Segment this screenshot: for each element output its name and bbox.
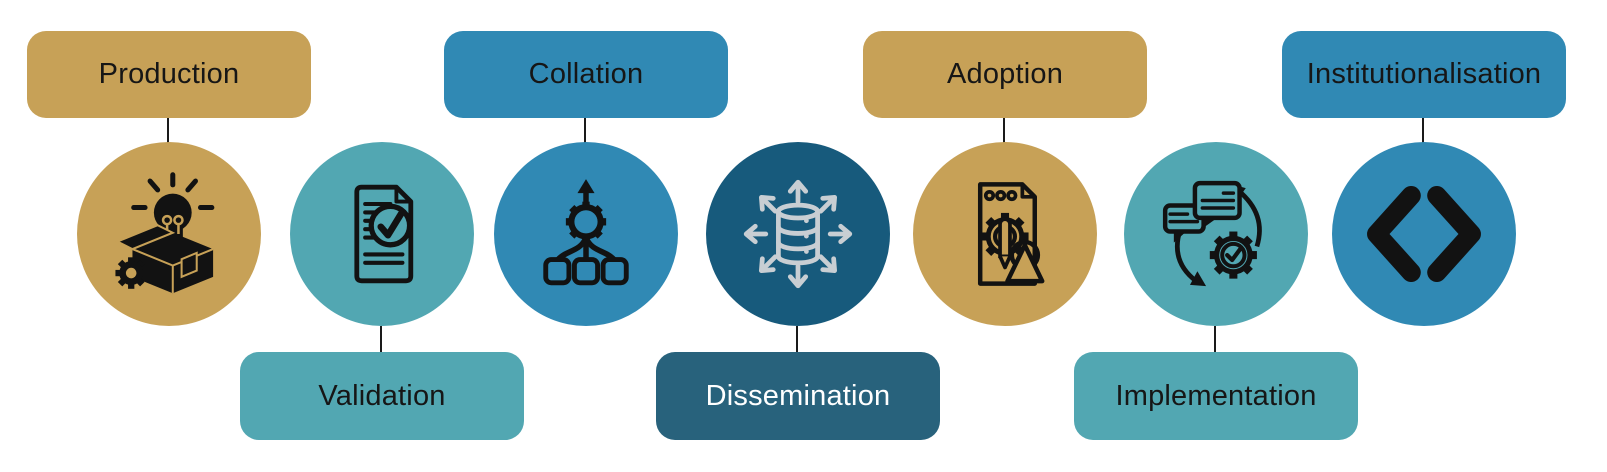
- stage-circle: [494, 142, 678, 326]
- stage-circle: [290, 142, 474, 326]
- stage-label: Dissemination: [705, 379, 891, 412]
- stage-circle: [1332, 142, 1516, 326]
- document-gear-certificate-icon: [977, 182, 1045, 286]
- discussion-gear-cycle-icon: [1162, 180, 1262, 287]
- stage-label-box: Adoption: [863, 31, 1147, 118]
- stage-circle: [1124, 142, 1308, 326]
- lightbulb-box-icon: [114, 172, 215, 294]
- stage-validation: Validation: [240, 0, 524, 472]
- database-distribution-icon: [743, 179, 853, 289]
- connector-line: [796, 326, 798, 353]
- stage-label-box: Dissemination: [656, 352, 940, 440]
- stage-label-box: Collation: [444, 31, 728, 118]
- stage-circle: [706, 142, 890, 326]
- stage-collation: Collation: [444, 0, 728, 472]
- connector-line: [1422, 118, 1424, 143]
- connector-line: [167, 118, 169, 143]
- connector-line: [584, 118, 586, 143]
- stage-label-box: Production: [27, 31, 311, 118]
- stage-circle: [77, 142, 261, 326]
- stage-label: Adoption: [946, 58, 1064, 90]
- stage-label: Validation: [318, 379, 446, 412]
- stage-label-box: Validation: [240, 352, 524, 440]
- stage-label: Collation: [528, 58, 644, 90]
- stage-production: Production: [27, 0, 311, 472]
- stage-label-box: Institutionalisation: [1282, 31, 1566, 118]
- document-checklist-icon: [354, 184, 414, 284]
- stage-dissemination: Dissemination: [656, 0, 940, 472]
- gear-aggregation-icon: [543, 179, 629, 286]
- stage-circle: [913, 142, 1097, 326]
- connector-line: [380, 326, 382, 353]
- stage-label: Production: [98, 58, 240, 90]
- stage-label-box: Implementation: [1074, 352, 1358, 440]
- stage-adoption: Adoption: [863, 0, 1147, 472]
- stage-institutionalisation: Institutionalisation: [1282, 0, 1566, 472]
- stage-label: Implementation: [1115, 379, 1317, 412]
- connector-line: [1214, 326, 1216, 353]
- code-brackets-icon: [1367, 186, 1481, 282]
- connector-line: [1003, 118, 1005, 143]
- stage-label: Institutionalisation: [1306, 58, 1542, 90]
- stage-implementation: Implementation: [1074, 0, 1358, 472]
